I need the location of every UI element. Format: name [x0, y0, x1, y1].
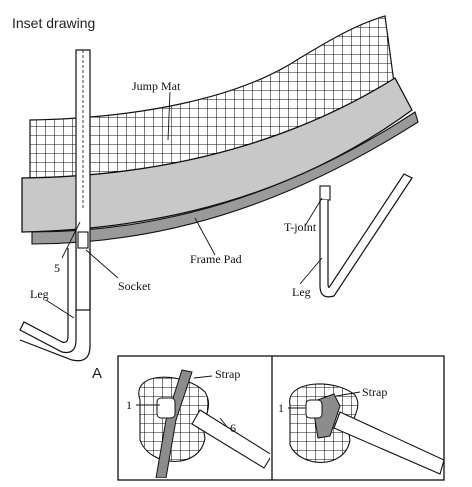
socket [77, 231, 89, 249]
left-leg [19, 248, 77, 354]
label-leg-left: Leg [30, 287, 49, 301]
frame-pad [21, 77, 413, 233]
detail-letter: A [92, 365, 102, 382]
diagram-title: Inset drawing [12, 15, 95, 31]
label-six: 6 [230, 421, 236, 435]
label-frame-pad: Frame Pad [190, 252, 242, 266]
detail-left-panel [138, 369, 270, 478]
label-leg-right: Leg [292, 285, 311, 299]
label-jump-mat: Jump Mat [132, 79, 181, 93]
frame-rail [31, 111, 419, 245]
detail-right-panel [289, 383, 445, 475]
label-strap-right: Strap [362, 385, 387, 399]
label-strap-left: Strap [215, 367, 240, 381]
right-leg [319, 173, 413, 298]
label-socket: Socket [118, 279, 151, 293]
label-t-joint: T-joint [284, 220, 317, 234]
label-one-right: 1 [278, 401, 284, 415]
label-one-left: 1 [126, 398, 132, 412]
label-five: 5 [54, 261, 60, 275]
t-joint [319, 185, 331, 201]
